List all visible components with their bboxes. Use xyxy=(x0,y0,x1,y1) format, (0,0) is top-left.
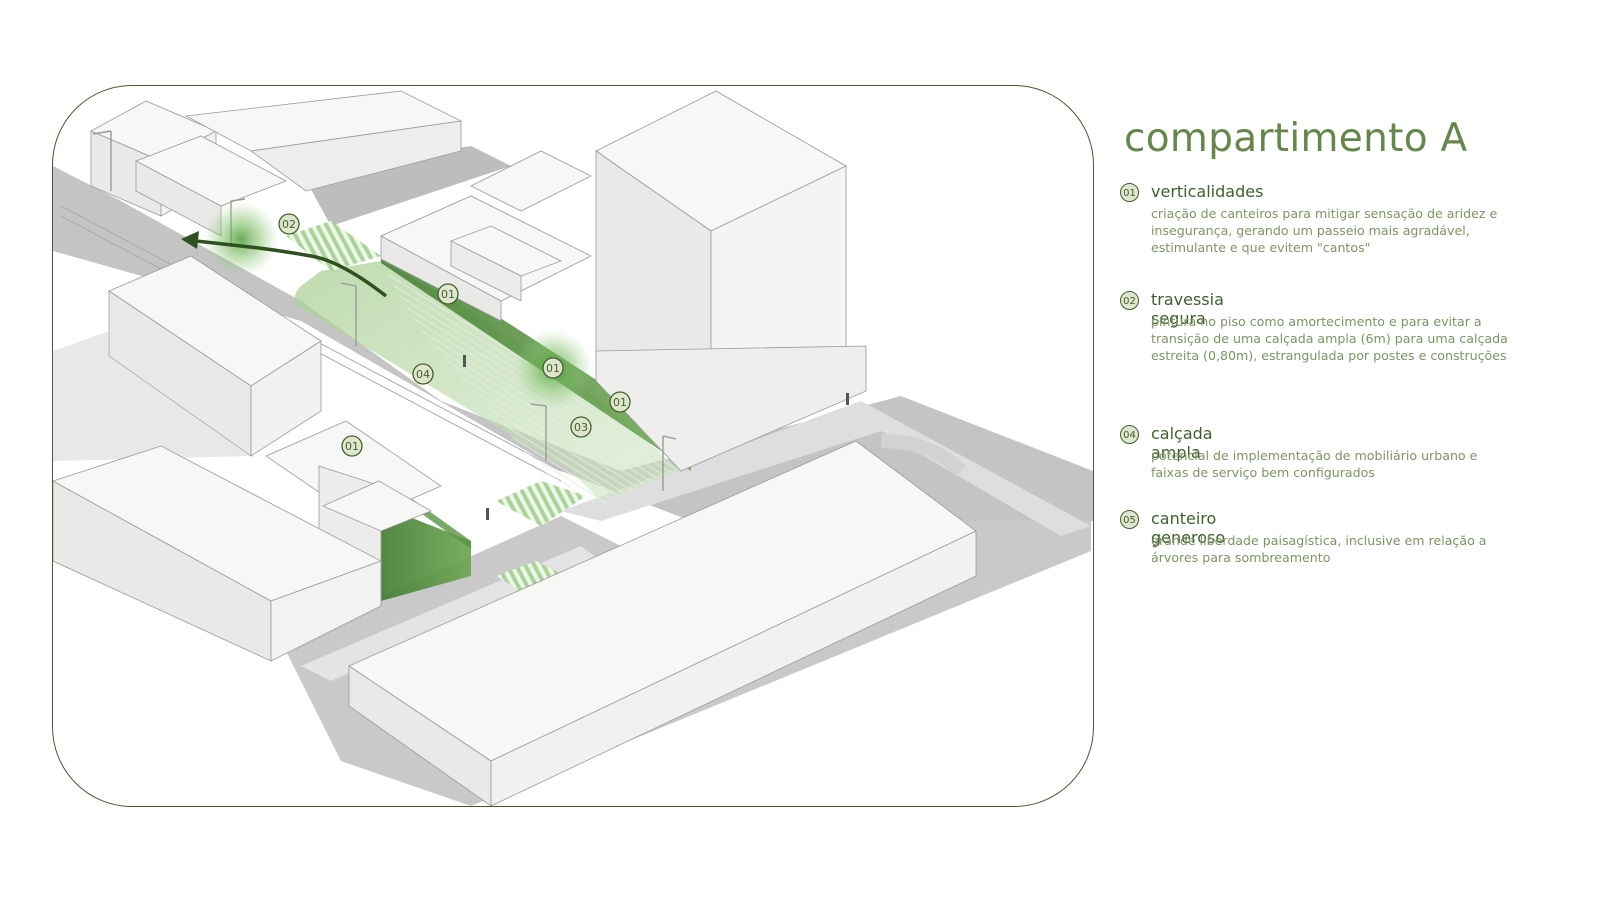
crosswalk-top xyxy=(286,221,381,271)
map-markers: 02 01 01 04 01 03 01 xyxy=(278,213,631,457)
map-marker-02: 02 xyxy=(278,213,300,235)
legend-title: calçada ampla xyxy=(1151,424,1213,462)
route-arrow xyxy=(195,239,388,298)
legend-badge: 04 xyxy=(1120,425,1139,444)
map-marker-label: 03 xyxy=(574,421,588,434)
page-title: compartimento A xyxy=(1124,116,1468,161)
map-marker-04: 04 xyxy=(412,363,434,385)
legend-description: criação de canteiros para mitigar sensaç… xyxy=(1151,206,1498,255)
legend-title: verticalidades xyxy=(1151,182,1264,201)
legend-title: travessia segura xyxy=(1151,290,1224,328)
map-marker-label: 04 xyxy=(416,368,430,381)
crosswalk-mid xyxy=(496,481,586,526)
legend-badge: 05 xyxy=(1120,510,1139,529)
legend-badge: 01 xyxy=(1120,183,1139,202)
map-marker-label: 01 xyxy=(345,440,359,453)
isometric-site-diagram: 02 01 01 04 01 03 01 xyxy=(52,85,1094,807)
legend-description: potencial de implementação de mobiliário… xyxy=(1151,448,1478,480)
map-marker-01: 01 xyxy=(341,435,363,457)
map-marker-label: 02 xyxy=(282,218,296,231)
map-marker-label: 01 xyxy=(441,288,455,301)
legend-description: pintura no piso como amortecimento e par… xyxy=(1151,314,1508,363)
map-marker-label: 01 xyxy=(546,362,560,375)
legend-description: grande liberdade paisagística, inclusive… xyxy=(1151,533,1487,565)
axonometric-drawing: 02 01 01 04 01 03 01 xyxy=(53,90,1093,806)
crosswalk-low xyxy=(496,561,566,591)
map-marker-01: 01 xyxy=(437,283,459,305)
glow-crossing xyxy=(203,201,279,277)
map-marker-label: 01 xyxy=(613,396,627,409)
green-fence xyxy=(381,506,471,601)
map-marker-01: 01 xyxy=(542,357,564,379)
legend-title: canteiro generoso xyxy=(1151,509,1226,547)
map-marker-01: 01 xyxy=(609,391,631,413)
right-sidewalk xyxy=(561,401,1091,536)
map-marker-03: 03 xyxy=(570,416,592,438)
legend-badge: 02 xyxy=(1120,291,1139,310)
pedestrians xyxy=(463,355,849,520)
street-lamps xyxy=(92,130,677,491)
